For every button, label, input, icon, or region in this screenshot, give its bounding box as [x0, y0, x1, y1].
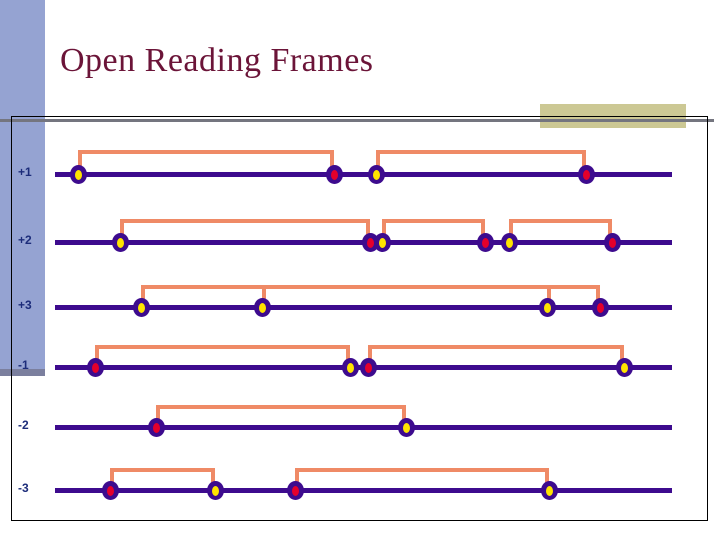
stop-codon-marker[interactable]	[477, 233, 494, 252]
stop-codon-marker[interactable]	[578, 165, 595, 184]
start-codon-marker[interactable]	[374, 233, 391, 252]
dna-axis-line	[55, 488, 672, 493]
codon-pip	[347, 362, 354, 373]
orf-bracket	[509, 219, 612, 242]
codon-pip	[482, 237, 489, 248]
orf-bracket	[95, 345, 350, 367]
dna-axis-line	[55, 305, 672, 310]
start-codon-marker[interactable]	[539, 298, 556, 317]
frame-label-minus1: -1	[18, 358, 29, 372]
diagram-content-box	[11, 116, 708, 521]
start-codon-marker[interactable]	[70, 165, 87, 184]
start-codon-marker[interactable]	[254, 298, 271, 317]
stop-codon-marker[interactable]	[604, 233, 621, 252]
dna-axis-line	[55, 425, 672, 430]
orf-bracket	[376, 150, 586, 174]
codon-pip	[365, 362, 372, 373]
codon-pip	[544, 302, 551, 313]
stop-codon-marker[interactable]	[326, 165, 343, 184]
codon-pip	[621, 362, 628, 373]
codon-pip	[597, 302, 604, 313]
left-accent-band	[0, 0, 45, 375]
codon-pip	[153, 422, 160, 433]
stop-codon-marker[interactable]	[102, 481, 119, 500]
orf-internal-tick	[262, 285, 266, 307]
stop-codon-marker[interactable]	[592, 298, 609, 317]
orf-bracket	[156, 405, 406, 427]
orf-internal-tick	[547, 285, 551, 307]
frame-label-minus3: -3	[18, 481, 29, 495]
codon-pip	[367, 237, 374, 248]
orf-bracket	[295, 468, 549, 490]
codon-pip	[92, 362, 99, 373]
frame-label-plus2: +2	[18, 233, 32, 247]
codon-pip	[583, 169, 590, 180]
codon-pip	[212, 485, 219, 496]
start-codon-marker[interactable]	[342, 358, 359, 377]
orf-bracket	[78, 150, 334, 174]
start-codon-marker[interactable]	[398, 418, 415, 437]
start-codon-marker[interactable]	[368, 165, 385, 184]
codon-pip	[107, 485, 114, 496]
codon-pip	[373, 169, 380, 180]
stop-codon-marker[interactable]	[87, 358, 104, 377]
codon-pip	[379, 237, 386, 248]
codon-pip	[259, 302, 266, 313]
dna-axis-line	[55, 172, 672, 177]
codon-pip	[117, 237, 124, 248]
stop-codon-marker[interactable]	[360, 358, 377, 377]
frame-label-plus3: +3	[18, 298, 32, 312]
start-codon-marker[interactable]	[616, 358, 633, 377]
stop-codon-marker[interactable]	[148, 418, 165, 437]
codon-pip	[138, 302, 145, 313]
frame-label-plus1: +1	[18, 165, 32, 179]
codon-pip	[609, 237, 616, 248]
start-codon-marker[interactable]	[207, 481, 224, 500]
orf-bracket	[368, 345, 624, 367]
codon-pip	[546, 485, 553, 496]
stop-codon-marker[interactable]	[287, 481, 304, 500]
frame-label-minus2: -2	[18, 418, 29, 432]
orf-bracket	[120, 219, 370, 242]
orf-bracket	[382, 219, 485, 242]
codon-pip	[75, 169, 82, 180]
start-codon-marker[interactable]	[501, 233, 518, 252]
left-accent-band-foot	[0, 369, 45, 376]
codon-pip	[506, 237, 513, 248]
start-codon-marker[interactable]	[541, 481, 558, 500]
codon-pip	[331, 169, 338, 180]
codon-pip	[403, 422, 410, 433]
codon-pip	[292, 485, 299, 496]
start-codon-marker[interactable]	[133, 298, 150, 317]
start-codon-marker[interactable]	[112, 233, 129, 252]
orf-bracket	[110, 468, 215, 490]
orf-bracket	[141, 285, 600, 307]
header-rule	[0, 119, 714, 122]
page-title: Open Reading Frames	[60, 42, 374, 79]
